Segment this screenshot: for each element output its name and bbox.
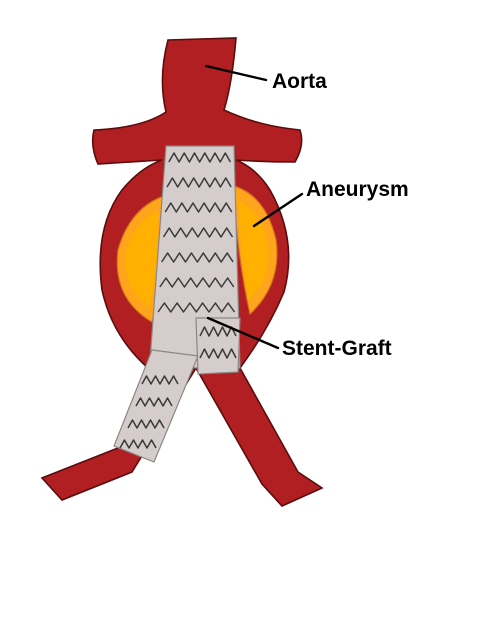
stent-wire-ring bbox=[127, 419, 165, 429]
aneurysm-label: Aneurysm bbox=[306, 178, 409, 201]
stent-wire-ring bbox=[162, 227, 234, 238]
stent-wire-ring bbox=[159, 277, 235, 288]
stent-wire-ring bbox=[199, 348, 237, 359]
stent-wire-ring bbox=[161, 252, 234, 263]
stent-graft-leader-line bbox=[206, 316, 280, 350]
stent-graft-left-limb bbox=[113, 349, 199, 463]
aorta-label: Aorta bbox=[272, 70, 327, 93]
stent-wire-ring bbox=[164, 202, 233, 213]
right-iliac-artery bbox=[194, 367, 324, 507]
stent-wire-ring bbox=[141, 375, 179, 385]
stent-wire-ring bbox=[199, 326, 237, 337]
stent-wire-ring bbox=[119, 439, 157, 449]
aneurysm-leader-line bbox=[252, 192, 304, 228]
stent-wire-ring bbox=[157, 302, 236, 313]
stent-graft-right-limb bbox=[195, 317, 241, 375]
aneurysm-core-left bbox=[125, 210, 159, 308]
stent-wire-ring bbox=[135, 397, 173, 407]
aneurysm-core-right bbox=[238, 200, 269, 300]
stent-wire-coils bbox=[119, 152, 237, 449]
stent-graft-label: Stent-Graft bbox=[282, 337, 392, 360]
aorta-leader-line bbox=[204, 64, 268, 82]
stent-wire-ring bbox=[168, 152, 232, 163]
stent-wire-ring bbox=[166, 177, 232, 188]
